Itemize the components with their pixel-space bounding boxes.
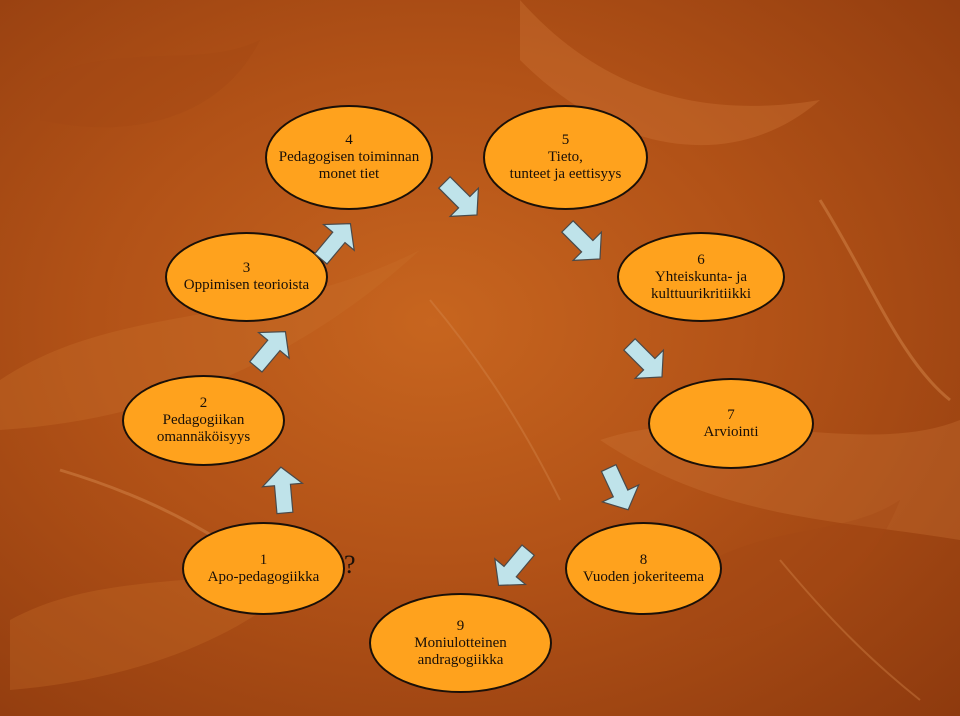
node-4-number: 4 [345, 132, 353, 148]
node-7: 7 Arviointi [648, 378, 814, 469]
node-8: 8 Vuoden jokeriteema [565, 522, 722, 615]
node-1-line-1: Apo-pedagogiikka [207, 568, 320, 585]
node-5-line-2: tunteet ja eettisyys [509, 166, 622, 182]
node-7-line-1: Arviointi [703, 423, 759, 440]
question-mark: ? [344, 550, 356, 579]
node-9-line-2: andragogiikka [417, 651, 504, 668]
node-6-line-2: kulttuurikritiikki [651, 285, 751, 302]
node-8-line-1: Vuoden jokeriteema [582, 568, 705, 585]
node-8-number: 8 [639, 551, 648, 568]
node-3-line-1: Oppimisen teorioista [183, 277, 310, 293]
arrow-7-to-8 [589, 459, 647, 519]
node-2-number: 2 [199, 395, 208, 411]
node-9-number: 9 [456, 617, 465, 634]
node-4-line-2: monet tiet [318, 166, 380, 182]
node-2-line-1: Pedagogiikan [162, 412, 245, 428]
arrow-1-to-2 [260, 464, 306, 516]
node-1: 1 Apo-pedagogiikka [182, 522, 345, 615]
arrow-4-to-5 [429, 167, 492, 230]
node-5-line-1: Tieto, [548, 149, 583, 165]
node-5-number: 5 [561, 132, 570, 148]
node-2: 2 Pedagogiikan omannäköisyys [122, 375, 285, 466]
node-1-number: 1 [259, 551, 268, 568]
node-3: 3 Oppimisen teorioista [165, 232, 328, 322]
arrow-3-to-4 [304, 210, 367, 273]
arrow-5-to-6 [552, 211, 615, 274]
node-6: 6 Yhteiskunta- ja kulttuurikritiikki [617, 232, 785, 322]
node-2-line-2: omannäköisyys [156, 429, 251, 445]
node-6-number: 6 [697, 251, 705, 268]
node-9: 9 Moniulotteinen andragogiikka [369, 593, 552, 693]
arrow-8-to-9 [482, 536, 545, 599]
node-7-number: 7 [727, 406, 735, 423]
node-4: 4 Pedagogisen toiminnan monet tiet [265, 105, 433, 210]
node-6-line-1: Yhteiskunta- ja [654, 268, 748, 285]
node-5: 5 Tieto, tunteet ja eettisyys [483, 105, 648, 210]
arrow-6-to-7 [614, 329, 677, 392]
node-4-line-1: Pedagogisen toiminnan [278, 149, 420, 165]
node-3-number: 3 [242, 260, 251, 276]
arrow-2-to-3 [239, 318, 302, 381]
node-9-line-1: Moniulotteinen [414, 634, 507, 651]
